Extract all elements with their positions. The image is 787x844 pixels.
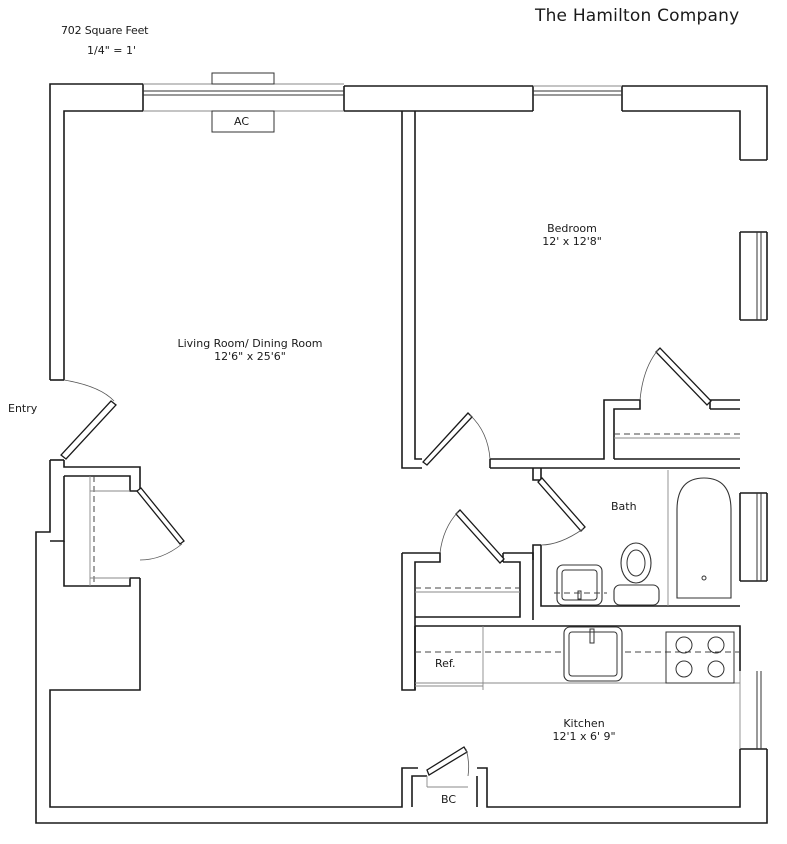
living-room-name: Living Room/ Dining Room (177, 337, 323, 350)
bedroom-name: Bedroom (547, 222, 597, 235)
door-swing-icon (60, 347, 712, 777)
ac-label: AC (234, 115, 250, 128)
bath-label: Bath (611, 500, 637, 513)
stove-icon (665, 631, 735, 684)
kitchen-name: Kitchen (563, 717, 605, 730)
square-footage-label: 702 Square Feet (61, 24, 149, 37)
entry-label: Entry (8, 402, 38, 415)
kitchen-dimensions: 12'1 x 6' 9" (552, 730, 616, 743)
exterior-walls (35, 83, 768, 824)
company-name: The Hamilton Company (535, 6, 740, 26)
sink-icon (554, 564, 607, 606)
bathtub-icon (676, 477, 732, 599)
broom-closet-label: BC (441, 793, 457, 806)
bedroom-dimensions: 12' x 12'8" (542, 235, 602, 248)
refrigerator-label: Ref. (435, 657, 456, 670)
ac-unit (211, 72, 275, 133)
living-room-label: Living Room/ Dining Room 12'6" x 25'6" (177, 337, 322, 363)
sink-icon (563, 626, 623, 682)
window-icon (143, 83, 762, 749)
bedroom-label: Bedroom 12' x 12'8" (542, 222, 602, 248)
page-header: 702 Square Feet 1/4" = 1' The Hamilton C… (0, 0, 787, 60)
kitchen-label: Kitchen 12'1 x 6' 9" (552, 717, 615, 743)
toilet-icon (613, 542, 660, 606)
interior-walls (50, 111, 741, 807)
scale-label: 1/4" = 1' (87, 44, 136, 57)
living-room-dimensions: 12'6" x 25'6" (214, 350, 286, 363)
